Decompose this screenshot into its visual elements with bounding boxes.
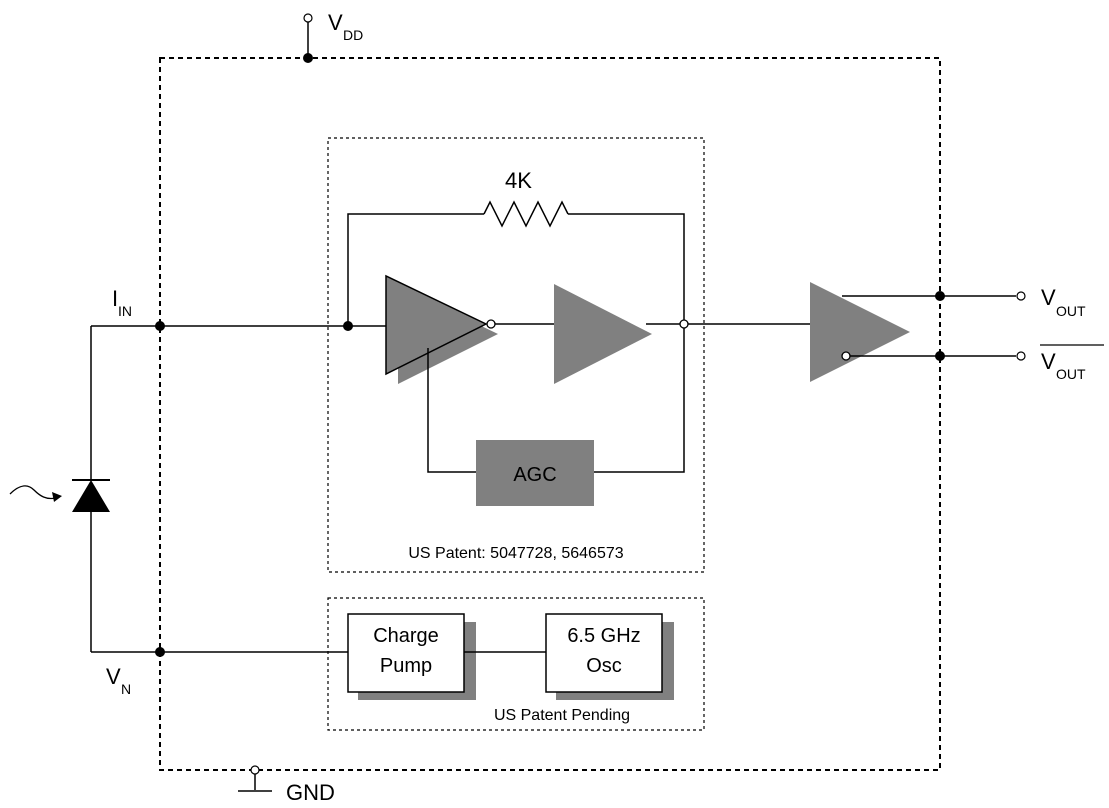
chip-boundary bbox=[159, 57, 941, 771]
charge-pump-line1: Charge bbox=[373, 625, 439, 647]
voutb-pin bbox=[1016, 351, 1026, 361]
vout-pin bbox=[1016, 291, 1026, 301]
agc-block bbox=[476, 440, 594, 506]
bias-boundary bbox=[327, 597, 705, 731]
vout-label: V bbox=[1041, 285, 1056, 310]
oscillator-line2: Osc bbox=[586, 655, 622, 677]
vn-subscript: N bbox=[121, 681, 131, 697]
feedback-resistor: 4K bbox=[347, 168, 685, 326]
gnd-pin: GND bbox=[238, 765, 335, 805]
vout-junction bbox=[935, 291, 945, 301]
voutb-junction bbox=[935, 351, 945, 361]
inverting-bubble bbox=[486, 319, 496, 329]
agc-label: AGC bbox=[513, 464, 556, 486]
tia-amplifier bbox=[385, 274, 498, 384]
gnd-label: GND bbox=[286, 780, 335, 805]
vout-subscript: OUT bbox=[1056, 303, 1086, 319]
photodiode-triangle bbox=[72, 480, 110, 512]
tia-patent-label: US Patent: 5047728, 5646573 bbox=[408, 545, 623, 562]
patent-pending-label: US Patent Pending bbox=[494, 707, 630, 724]
resistor-label: 4K bbox=[505, 168, 532, 193]
output-buffer bbox=[810, 282, 910, 382]
light-arrow-icon bbox=[9, 485, 62, 502]
iin-label: I bbox=[112, 286, 118, 311]
charge-pump-line2: Pump bbox=[380, 655, 432, 677]
output-node bbox=[679, 319, 689, 329]
oscillator-block bbox=[545, 613, 663, 693]
vdd-pin: V DD bbox=[303, 10, 363, 63]
output-inverting-bubble bbox=[841, 351, 851, 361]
tia-boundary bbox=[327, 137, 705, 573]
iin-subscript: IN bbox=[118, 303, 132, 319]
voutb-label: V bbox=[1041, 349, 1056, 374]
charge-pump-block bbox=[347, 613, 465, 693]
vn-label: V bbox=[106, 664, 121, 689]
photodiode bbox=[72, 325, 160, 653]
voutb-subscript: OUT bbox=[1056, 366, 1086, 382]
vdd-subscript: DD bbox=[343, 27, 363, 43]
vdd-label: V bbox=[328, 10, 343, 35]
gain-stage bbox=[554, 284, 652, 384]
oscillator-line1: 6.5 GHz bbox=[567, 625, 640, 647]
